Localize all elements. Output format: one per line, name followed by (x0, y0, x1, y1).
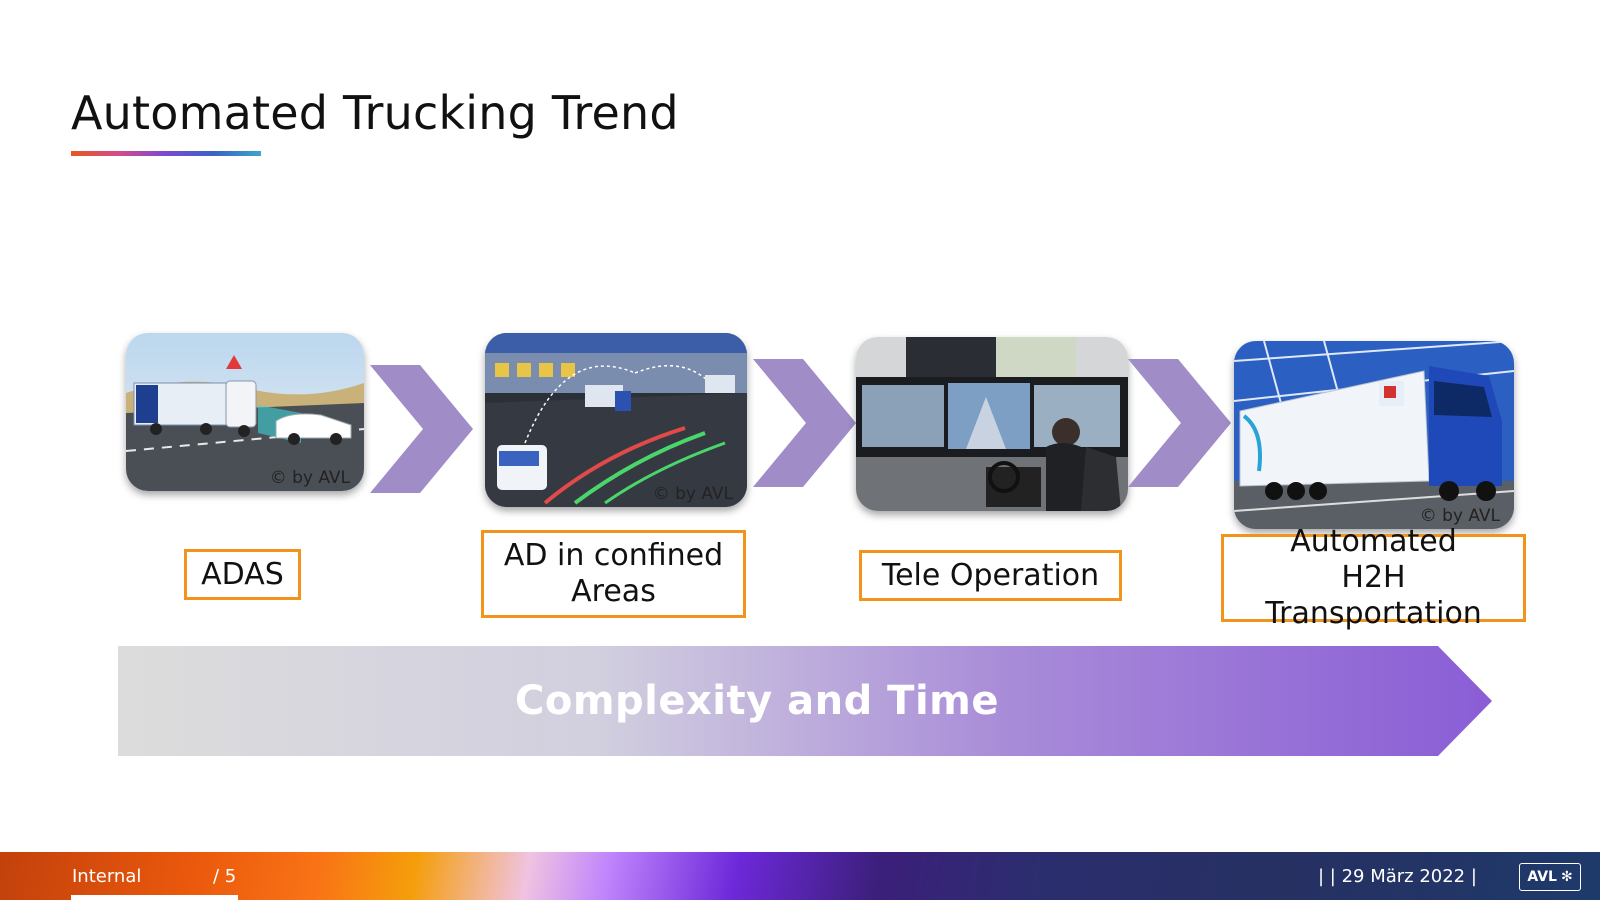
complexity-time-arrow (118, 646, 1492, 756)
footer-page-number: / 5 (213, 866, 237, 887)
stage-label-text: ADAS (201, 556, 284, 592)
tele-operation-image (856, 337, 1128, 511)
page-title: Automated Trucking Trend (71, 86, 679, 140)
stage-label-tele-operation: Tele Operation (859, 550, 1122, 601)
logo-text: AVL (1527, 869, 1557, 885)
copyright-note: © by AVL (269, 468, 350, 488)
stage-label-confined-areas: AD in confined Areas (481, 530, 746, 618)
chevron-right-icon (753, 359, 856, 487)
adas-image: © by AVL (126, 333, 364, 491)
avl-logo-icon: AVL ✻ (1519, 863, 1581, 891)
title-underline (71, 151, 261, 156)
chevron-right-icon (1128, 359, 1231, 487)
stage-label-h2h: Automated H2H Transportation (1221, 524, 1526, 631)
copyright-note: © by AVL (652, 484, 733, 504)
confined-areas-image: © by AVL (485, 333, 747, 507)
copyright-note: © by AVL (1419, 506, 1500, 526)
h2h-truck-image: © by AVL (1234, 341, 1514, 529)
footer-progress-bar (71, 895, 238, 900)
snowflake-icon: ✻ (1560, 869, 1573, 885)
chevron-right-icon (370, 365, 473, 493)
footer-date: | | 29 März 2022 | (1318, 866, 1477, 887)
footer-band (0, 852, 1600, 900)
stage-label-adas: ADAS (184, 549, 301, 600)
footer-classification: Internal (72, 866, 142, 887)
stage-label-text: Tele Operation (881, 557, 1100, 593)
stage-label-text: AD in confined Areas (503, 538, 724, 609)
stage-label-text: Automated H2H Transportation (1265, 524, 1482, 631)
